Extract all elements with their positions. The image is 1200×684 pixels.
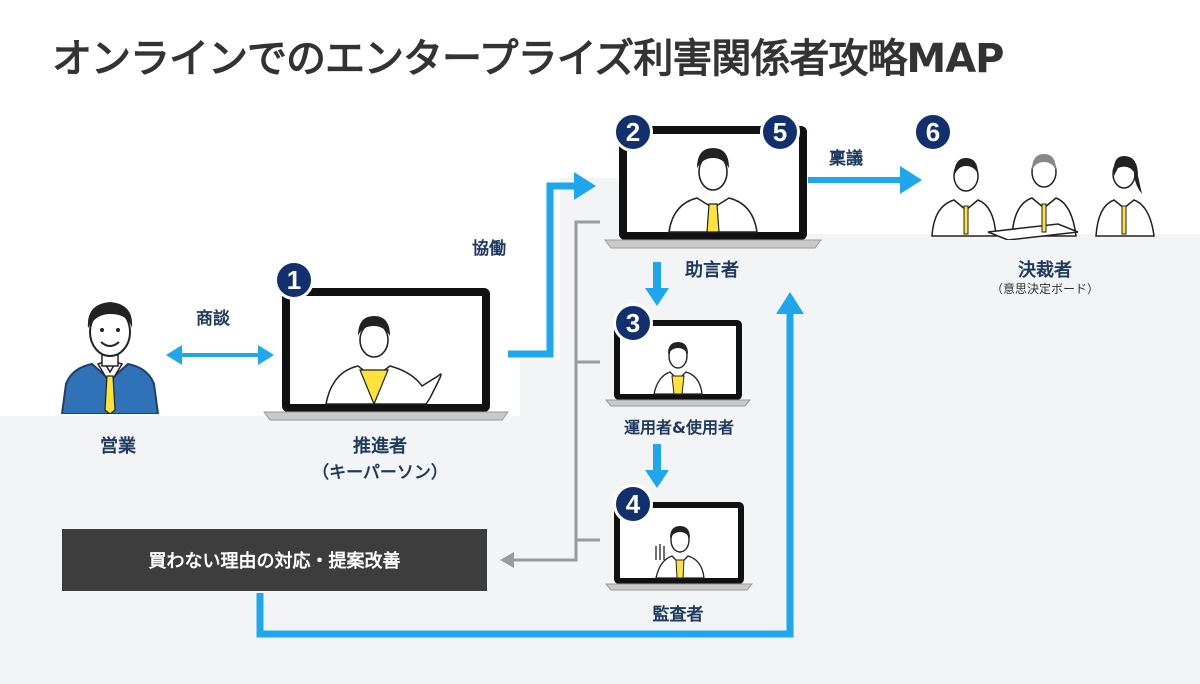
collaboration-arrow: [508, 182, 578, 358]
step-badge-1: 1: [274, 260, 314, 300]
improvement-action-box: 買わない理由の対応・提案改善: [62, 529, 487, 591]
decision-board-illustration: [931, 154, 1155, 240]
operator-label: 運用者&使用者: [624, 418, 734, 437]
decider-sublabel: （意思決定ボード）: [990, 282, 1099, 296]
improvement-loop-arrow: [256, 312, 794, 638]
collaboration-label: 協働: [472, 239, 506, 259]
step-badge-2: 2: [613, 112, 653, 152]
promoter-laptop: [263, 288, 509, 421]
sales-person-illustration: [60, 302, 160, 414]
advisor-laptop: [604, 126, 822, 249]
negotiation-label: 商談: [196, 309, 230, 329]
decider-label: 決裁者: [1018, 260, 1072, 281]
step-badge-6: 6: [913, 112, 953, 152]
step-badge-4: 4: [613, 484, 653, 524]
proposal-label: 稟議: [829, 149, 863, 169]
negotiation-arrow: [166, 345, 274, 365]
step-badge-3: 3: [613, 303, 653, 343]
promoter-label: 推進者: [353, 436, 407, 457]
advisor-label: 助言者: [685, 260, 739, 281]
feedback-bracket: [510, 220, 600, 562]
page-title: オンラインでのエンタープライズ利害関係者攻略MAP: [52, 36, 1004, 82]
auditor-label: 監査者: [652, 605, 704, 625]
promoter-sublabel: （キーパーソン）: [312, 463, 448, 483]
sales-label: 営業: [100, 436, 136, 457]
step-badge-5: 5: [760, 112, 800, 152]
